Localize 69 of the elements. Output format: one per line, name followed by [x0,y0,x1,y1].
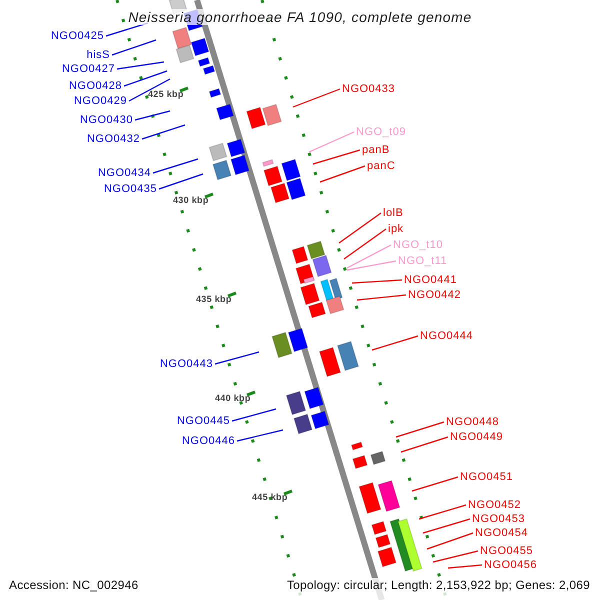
gene-label: lolB [383,206,404,220]
gene-label: NGO0448 [446,415,500,429]
leader-line [432,550,478,563]
leader-line [320,165,366,183]
leader-line [312,149,360,165]
leader-line [344,228,386,260]
leader-line [346,260,396,271]
gene-label: NGO0432 [86,132,140,146]
leader-line [338,212,382,244]
gene-label: NGO0446 [182,434,235,448]
gene-label: NGO0456 [484,558,538,572]
gene-label: panC [367,159,396,173]
gene-label: NGO0443 [160,357,213,371]
scale-label: 445 kbp [252,492,288,503]
leader-line [134,110,170,121]
gene-label: NGO0441 [404,273,458,287]
leader-line [356,294,406,301]
gene-label: NGO0430 [80,113,133,127]
leader-line [352,279,402,284]
gene-label: NGO0427 [62,62,115,76]
gene-label: NGO0445 [176,414,230,428]
leader-line [426,532,474,550]
leader-line [124,70,168,87]
gene-label: NGO0449 [450,430,504,444]
leader-line [152,158,198,174]
gene-label: NGO0444 [420,329,474,343]
leader-line [418,504,466,520]
gene-label: NGO0435 [104,182,157,196]
leader-line [292,88,340,108]
title: Neisseria gonorrhoeae FA 1090, complete genome [128,9,472,25]
leader-line [346,244,392,269]
leader-line [142,124,186,140]
leader-line [422,518,470,534]
gene-label: NGO_t09 [356,125,406,139]
leader-line [158,173,204,190]
scale-label: 430 kbp [173,195,209,206]
leader-line [372,335,418,351]
scale-label: 425 kbp [148,89,184,100]
leader-line [412,476,458,492]
gene-label: ipk [388,222,404,236]
leader-line [232,408,276,422]
leader-line [400,436,448,453]
gene-label: NGO_t10 [393,238,443,252]
genome-summary-text: Topology: circular; Length: 2,153,922 bp; Genes: 2,069 [286,578,590,592]
gene-label: NGO0428 [68,79,122,93]
gene-label: panB [362,143,390,157]
gene-label: NGO0425 [50,29,104,43]
gene-label: NGO0442 [408,288,462,302]
gene-label: NGO0452 [468,498,522,512]
leader-line [112,39,156,56]
accession-text: Accession: NC_002946 [9,578,138,592]
leader-line [396,421,444,438]
leader-line [448,564,482,569]
scale-label: 440 kbp [215,393,251,404]
gene-label: NGO0433 [342,82,396,96]
leader-line [128,78,170,102]
gene-label: NGO0451 [460,470,514,484]
gene-label: NGO0454 [475,526,528,540]
gene-label: NGO0429 [74,94,127,108]
gene-label: NGO0453 [472,512,526,526]
scale-label: 435 kbp [196,294,232,305]
leader-line [308,131,354,153]
leader-line [236,429,284,442]
gene-label: NGO_t11 [398,254,448,268]
gene-label: hisS [86,48,110,62]
leader-line [214,351,260,365]
leader-line [116,61,164,70]
gene-label: NGO0455 [480,544,534,558]
gene-label: NGO0434 [98,166,151,180]
